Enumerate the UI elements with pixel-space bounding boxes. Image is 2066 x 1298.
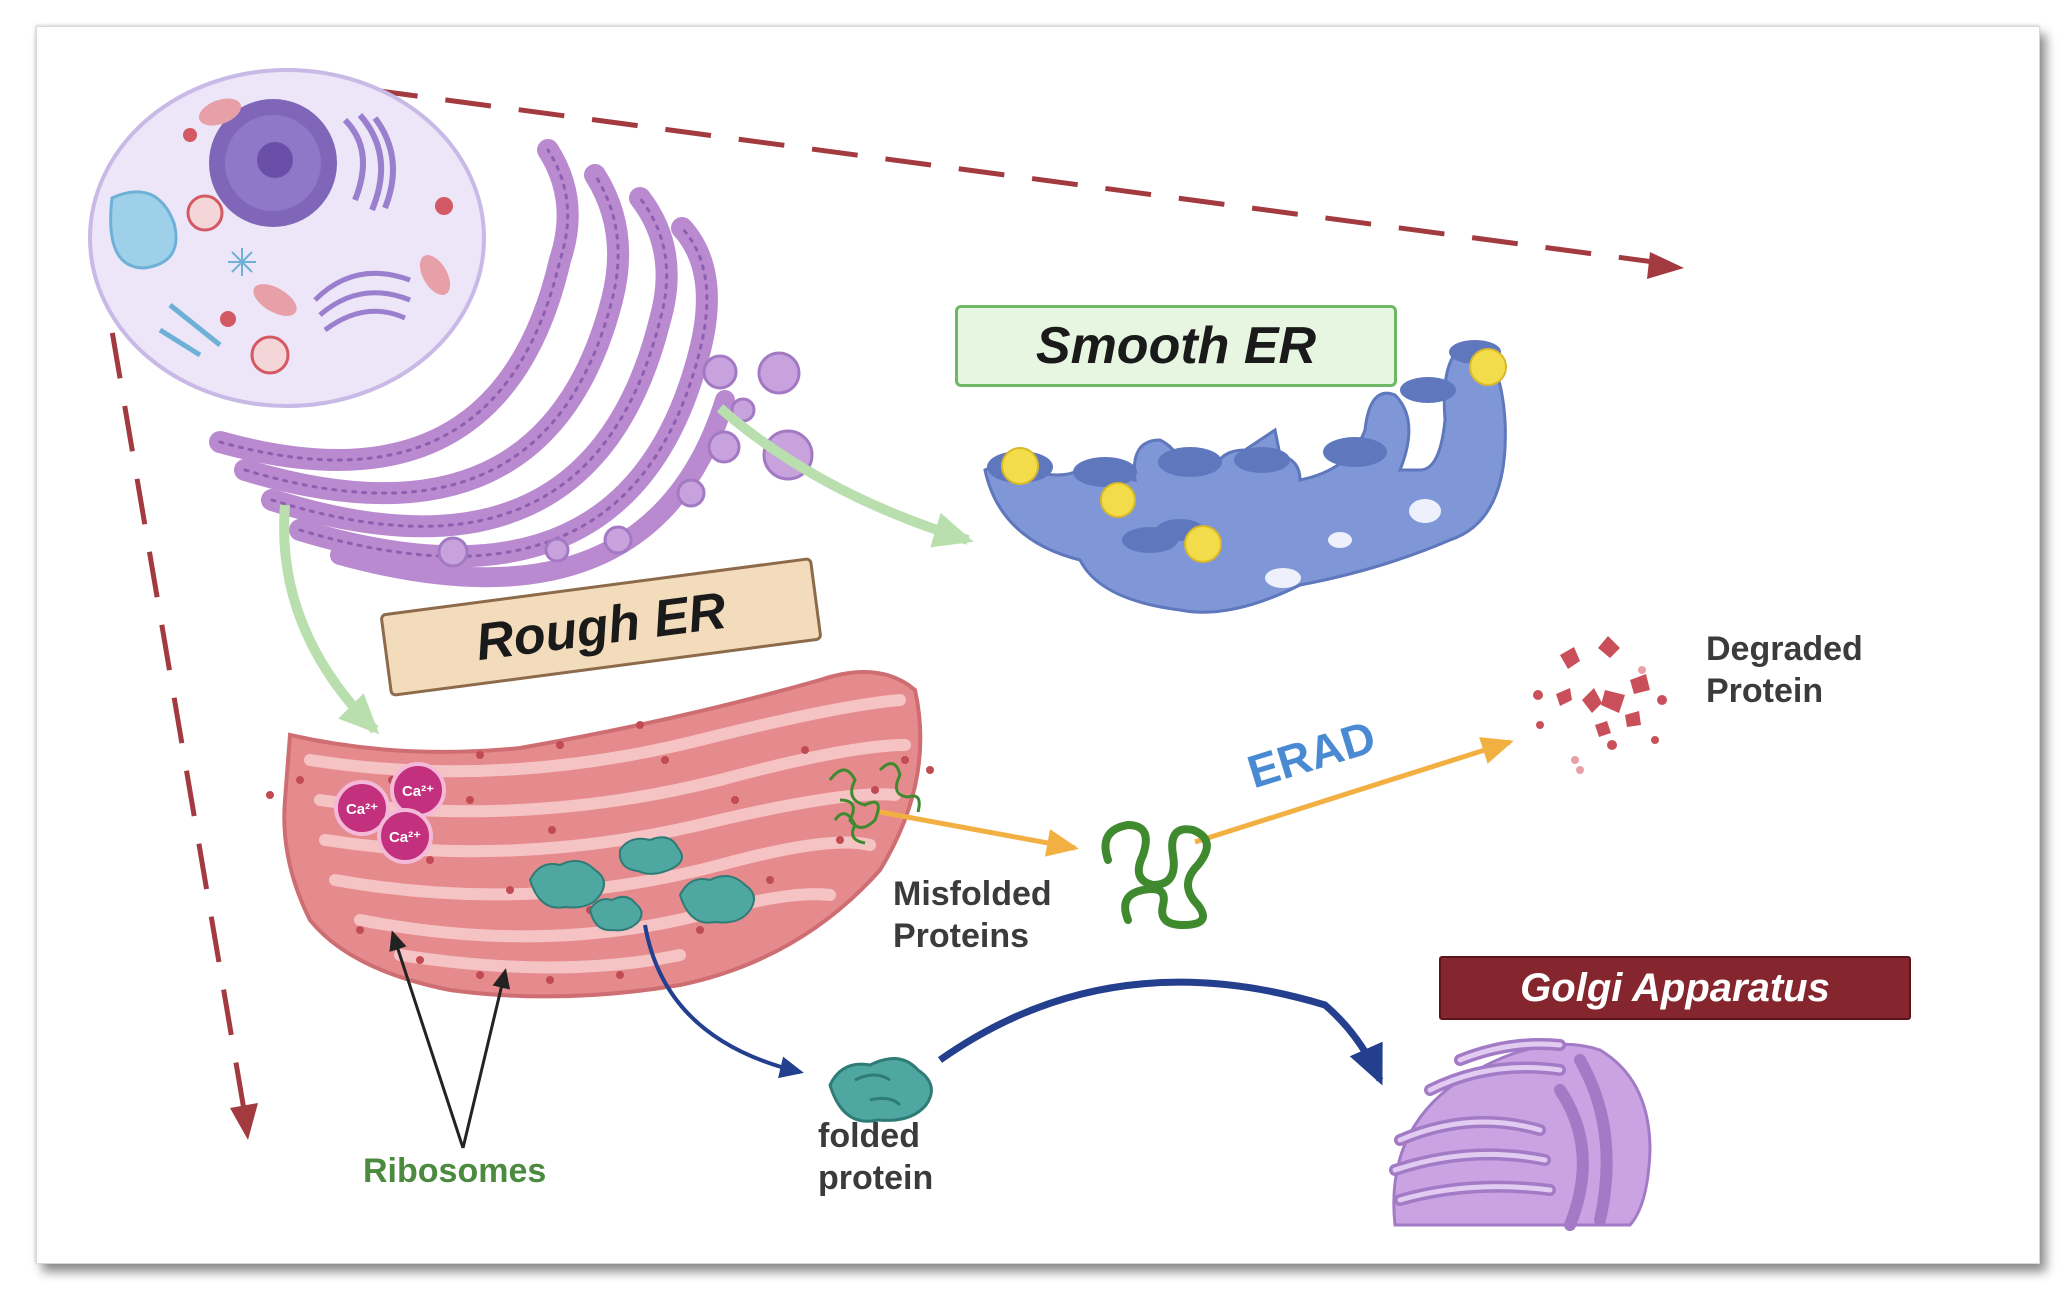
er-vesicles <box>437 351 814 568</box>
folded-protein-label-line1: folded <box>818 1117 920 1155</box>
smooth-er-vesicle <box>1469 348 1507 386</box>
folded-protein-label: folded protein <box>818 1115 933 1199</box>
smooth-er-vesicle <box>1100 482 1136 518</box>
smooth-er-label: Smooth ER <box>955 305 1397 387</box>
misfolded-proteins-label: Misfolded Proteins <box>893 873 1052 957</box>
degraded-protein-icon <box>1533 636 1667 774</box>
degraded-protein-label-line1: Degraded <box>1706 630 1863 668</box>
degraded-protein-label-line2: Protein <box>1706 672 1824 710</box>
calcium-ion-icon <box>334 762 446 864</box>
ribosome-arrows <box>389 930 511 1149</box>
misfolded-proteins-label-line2: Proteins <box>893 917 1030 955</box>
smooth-er-label-text: Smooth ER <box>1035 317 1317 375</box>
arrow-to-misfolded <box>879 809 1079 857</box>
golgi-apparatus-label: Golgi Apparatus <box>1439 956 1911 1020</box>
arrow-to-smooth-er <box>716 404 974 548</box>
misfolded-protein-cluster <box>828 762 921 845</box>
golgi-apparatus-label-text: Golgi Apparatus <box>1520 965 1830 1010</box>
misfolded-proteins-label-line1: Misfolded <box>893 875 1052 913</box>
degraded-protein-label: Degraded Protein <box>1706 628 1863 712</box>
dashed-arrow-down <box>97 259 258 1140</box>
ribosomes-label: Ribosomes <box>363 1152 547 1190</box>
misfolded-protein-icon <box>1101 820 1211 930</box>
folded-protein-icon <box>828 1057 933 1123</box>
arrow-to-rough-er <box>279 504 380 735</box>
rough-er-icon <box>266 670 934 999</box>
smooth-er-vesicle <box>1184 525 1222 563</box>
animal-cell-icon <box>88 68 486 408</box>
arrow-erad <box>1194 737 1514 845</box>
arrow-to-folded-protein <box>643 924 804 1079</box>
arrow-to-golgi <box>937 978 1384 1086</box>
folded-protein-cluster <box>528 836 755 932</box>
smooth-er-icon <box>983 340 1507 614</box>
folded-protein-label-line2: protein <box>818 1159 934 1197</box>
smooth-er-vesicle <box>1001 447 1039 485</box>
dashed-arrow-right <box>371 87 1684 279</box>
golgi-apparatus-icon <box>1389 1038 1652 1231</box>
